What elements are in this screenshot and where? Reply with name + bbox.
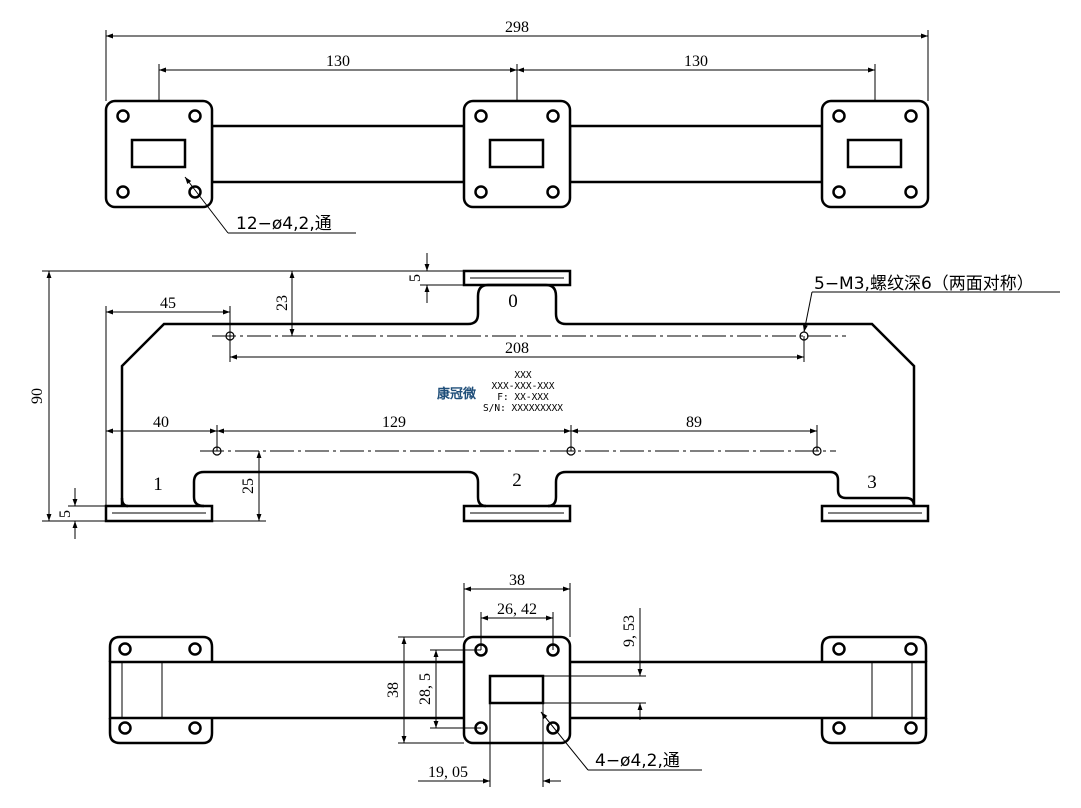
port-label-3: 3 [867,472,877,493]
top-flange-center [462,99,572,209]
label-line-2: XXX-XXX-XXX [492,381,555,392]
dim-top-flange-thickness: 5 [407,274,424,282]
top-hole-callout: 12−ø4,2,通 [236,214,332,234]
bottom-flange-right [820,635,928,745]
dim-aperture-height-9-53: 9, 53 [621,615,638,647]
dim-hole-spacing-208: 208 [505,340,529,357]
product-label: 康冠微 XXX XXX-XXX-XXX F: XX-XXX S/N: XXXXX… [437,370,563,414]
dim-flange-width-38: 38 [509,572,525,589]
front-dimensions [42,253,1060,539]
top-dimensions [105,30,929,234]
front-view [42,253,1060,539]
bottom-view [108,583,928,787]
dim-overall-length: 298 [505,19,529,36]
front-flange-1 [104,504,214,523]
dim-hole-offset-40: 40 [153,414,169,431]
top-body-left [210,124,466,184]
front-flange-2 [462,504,572,523]
dim-hole-spacing-28-5: 28, 5 [417,673,434,705]
bottom-dimensions [398,583,702,787]
dim-bottom-flange-thickness: 5 [57,510,74,518]
dim-height-90: 90 [29,388,46,404]
dim-hole-spacing-26-42: 26, 42 [497,601,537,618]
dim-hole-spacing-129: 129 [382,414,406,431]
port-label-1: 1 [153,474,163,495]
bottom-flange-center [462,635,572,745]
top-body-right [568,124,824,184]
label-line-3: F: XX-XXX [497,392,549,403]
dim-bottom-offset-25: 25 [240,478,257,494]
label-logo: 康冠微 [437,386,477,402]
dim-hole-offset-45: 45 [160,295,176,312]
bottom-hole-callout: 4−ø4,2,通 [595,751,680,771]
label-line-4: S/N: XXXXXXXXX [483,403,563,414]
port-label-2: 2 [512,470,522,491]
dim-top-offset-23: 23 [274,295,291,311]
dim-hole-spacing-89: 89 [686,414,702,431]
label-line-1: XXX [514,370,531,381]
thread-callout: 5−M3,螺纹深6（两面对称） [814,274,1034,294]
front-flange-3 [820,504,930,523]
port-label-0: 0 [508,291,518,312]
bottom-flange-left [108,635,214,745]
dim-aperture-width-19-05: 19, 05 [428,764,468,781]
dim-left-spacing: 130 [326,53,350,70]
top-flange-right [820,99,930,209]
front-body-outline [120,283,916,508]
dim-right-spacing: 130 [684,53,708,70]
top-view [104,30,930,234]
dim-flange-height-38: 38 [385,682,402,698]
front-centerlines [200,335,846,452]
